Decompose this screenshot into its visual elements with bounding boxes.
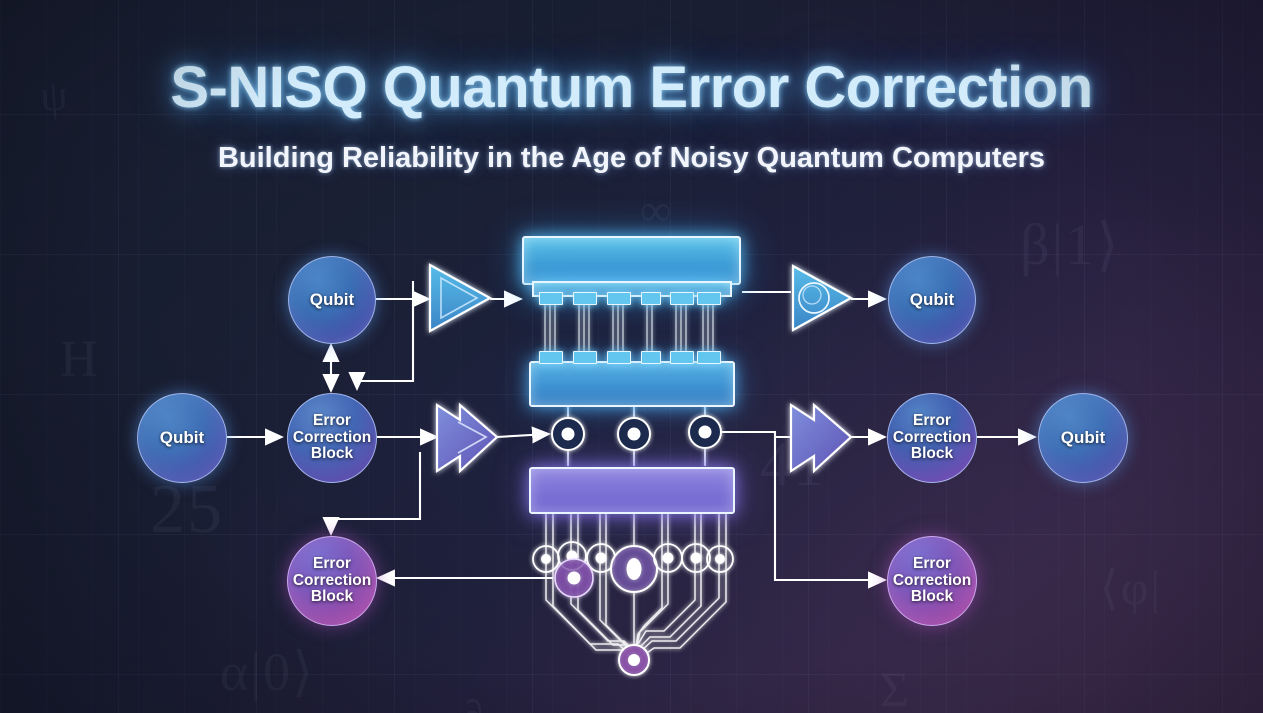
slide-canvas: ψ 25 α|0⟩ 41 β|1⟩ ⟨φ| H Σ ∂ ∞ S-NISQ Qua… bbox=[0, 0, 1263, 713]
vignette-overlay bbox=[0, 0, 1263, 713]
